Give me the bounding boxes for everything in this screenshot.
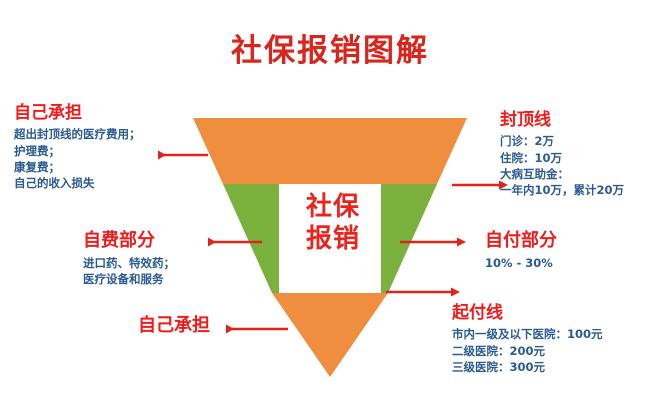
label-cap-line: 封顶线 门诊：2万 住院：10万 大病互助金： 一年内10万，累计20万 xyxy=(500,110,624,199)
label-deductible-heading: 起付线 xyxy=(452,303,503,323)
label-cap-line-heading: 封顶线 xyxy=(500,110,551,130)
funnel-center-label: 社保 报销 xyxy=(283,192,383,255)
center-label-line-2: 报销 xyxy=(305,223,360,254)
label-self-pay-portion: 自费部分 进口药、特效药； 医疗设备和服务 xyxy=(83,230,175,287)
label-cap-line-line-1: 门诊：2万 xyxy=(500,134,555,149)
label-self-pay-line-2: 医疗设备和服务 xyxy=(83,271,164,286)
label-self-pay-heading: 自费部分 xyxy=(83,230,155,251)
page-title: 社保报销图解 xyxy=(231,33,429,69)
funnel-bottom-triangle xyxy=(272,293,388,377)
label-cap-line-line-3: 大病互助金： xyxy=(500,166,569,181)
label-top-left-heading: 自己承担 xyxy=(14,103,82,123)
label-top-left-self-burden: 自己承担 超出封顶线的医疗费用； 护理费； 康复费； 自己的收入损失 xyxy=(14,103,141,192)
label-top-left-line-3: 康复费； xyxy=(14,159,60,174)
label-copay-heading: 自付部分 xyxy=(485,230,557,251)
label-top-left-line-1: 超出封顶线的医疗费用； xyxy=(14,127,141,142)
label-deductible-line-2: 二级医院：200元 xyxy=(452,343,546,358)
funnel-green-right xyxy=(381,184,437,293)
funnel-top-band xyxy=(193,118,467,184)
label-copay-portion: 自付部分 10% - 30% xyxy=(485,230,557,271)
label-cap-line-line-4: 一年内10万，累计20万 xyxy=(500,183,625,198)
label-deductible-line-3: 三级医院：300元 xyxy=(452,359,546,374)
label-bottom-left-heading: 自己承担 xyxy=(138,315,210,336)
center-label-line-1: 社保 xyxy=(305,192,360,222)
label-self-pay-line-1: 进口药、特效药； xyxy=(83,255,175,270)
label-copay-line-1: 10% - 30% xyxy=(485,255,553,270)
label-top-left-line-2: 护理费； xyxy=(14,143,60,158)
label-top-left-line-4: 自己的收入损失 xyxy=(14,176,95,191)
funnel-green-left xyxy=(223,184,279,293)
label-deductible-line-1: 市内一级及以下医院：100元 xyxy=(452,327,603,342)
label-bottom-left-self-burden: 自己承担 xyxy=(138,315,210,340)
label-cap-line-line-2: 住院：10万 xyxy=(500,150,563,165)
label-deductible-line: 起付线 市内一级及以下医院：100元 二级医院：200元 三级医院：300元 xyxy=(452,303,603,375)
